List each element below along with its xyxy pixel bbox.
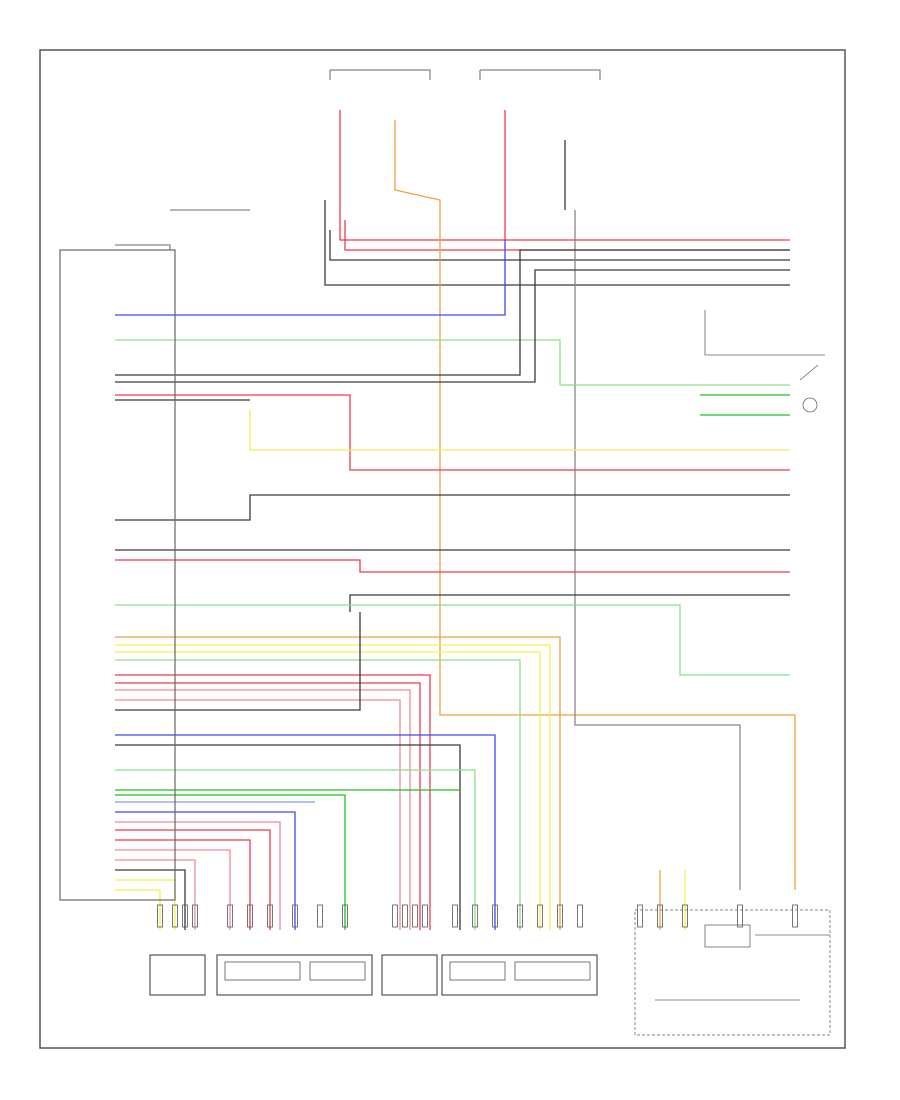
wire-lightgreen-11 <box>115 339 790 386</box>
wire-lightgreen-23 <box>115 604 790 676</box>
connector-pin-23 <box>682 904 688 928</box>
diagram-frame <box>39 49 846 1049</box>
connector-pin-8 <box>317 904 323 928</box>
headlight-connector-2 <box>216 954 373 996</box>
connector-pin-25 <box>792 904 798 928</box>
wire-black-32 <box>115 612 361 711</box>
connector-pin-16 <box>492 904 498 928</box>
switch-symbol <box>704 310 825 381</box>
wire-yellow-46 <box>115 879 176 930</box>
connector-pin-6 <box>267 904 273 928</box>
connector-pin-21 <box>637 904 643 928</box>
wire-blue-10 <box>115 240 506 316</box>
headlight-connector-4 <box>441 954 598 996</box>
wire-gray-9 <box>115 244 171 250</box>
wire-red-28 <box>115 674 431 930</box>
connector-pin-11 <box>402 904 408 928</box>
wire-black-22 <box>349 594 790 612</box>
fuse-block-top <box>329 69 601 80</box>
wire-pink-44 <box>115 859 196 930</box>
wire-green-37 <box>115 794 346 930</box>
wire-black-12 <box>115 249 790 376</box>
wire-pink-40 <box>115 821 281 930</box>
connector-pin-10 <box>392 904 398 928</box>
wire-red-42 <box>115 839 251 930</box>
wire-orange-4 <box>394 120 796 890</box>
connector-pin-7 <box>292 904 298 928</box>
wire-pink-30 <box>115 689 411 930</box>
wire-red-21 <box>115 559 790 573</box>
passenger-ecu <box>59 249 176 901</box>
wire-red-0 <box>339 110 790 241</box>
wire-layer <box>115 110 796 930</box>
connector-pin-17 <box>517 904 523 928</box>
connector-pin-4 <box>227 904 233 928</box>
connector-pin-9 <box>342 904 348 928</box>
wire-black-13 <box>115 269 790 383</box>
connector-pin-3 <box>192 904 198 928</box>
wire-orange-24 <box>115 636 561 930</box>
wire-black-19 <box>115 494 790 521</box>
connector-pin-1 <box>172 904 178 928</box>
connector-pin-22 <box>657 904 663 928</box>
connector-pin-18 <box>537 904 543 928</box>
headlight-connector-1 <box>149 954 206 996</box>
wire-yellow-16 <box>249 410 790 451</box>
connector-pin-0 <box>157 904 163 928</box>
wire-yellow-47 <box>115 889 161 930</box>
wire-red-14 <box>115 394 790 471</box>
connector-pin-5 <box>247 904 253 928</box>
wire-pink-43 <box>115 849 231 930</box>
connector-pin-24 <box>737 904 743 928</box>
wire-yellow-25 <box>115 644 551 930</box>
connector-pin-13 <box>422 904 428 928</box>
headlight-connector-3 <box>381 954 438 996</box>
connector-pin-20 <box>577 904 583 928</box>
wire-black-2 <box>329 230 790 261</box>
connector-pin-15 <box>472 904 478 928</box>
wire-black-1 <box>324 200 790 286</box>
ambient-sensor <box>802 397 818 413</box>
junction-box-right <box>634 909 831 1036</box>
connector-pin-19 <box>557 904 563 928</box>
wire-red-29 <box>115 682 421 930</box>
connector-pin-2 <box>182 904 188 928</box>
pin-layer <box>157 904 798 928</box>
wire-gray-7 <box>574 210 741 890</box>
wire-black-45 <box>115 869 186 930</box>
wire-lightgreen-35 <box>115 769 476 930</box>
wire-lightgreen-27 <box>115 659 521 930</box>
wire-red-3 <box>344 220 790 251</box>
wire-pink-31 <box>115 699 401 930</box>
wire-yellow-26 <box>115 651 541 930</box>
wire-black-34 <box>115 744 461 930</box>
connector-pin-14 <box>452 904 458 928</box>
wire-blue-33 <box>115 734 496 930</box>
wire-red-41 <box>115 829 271 930</box>
connector-pin-12 <box>412 904 418 928</box>
